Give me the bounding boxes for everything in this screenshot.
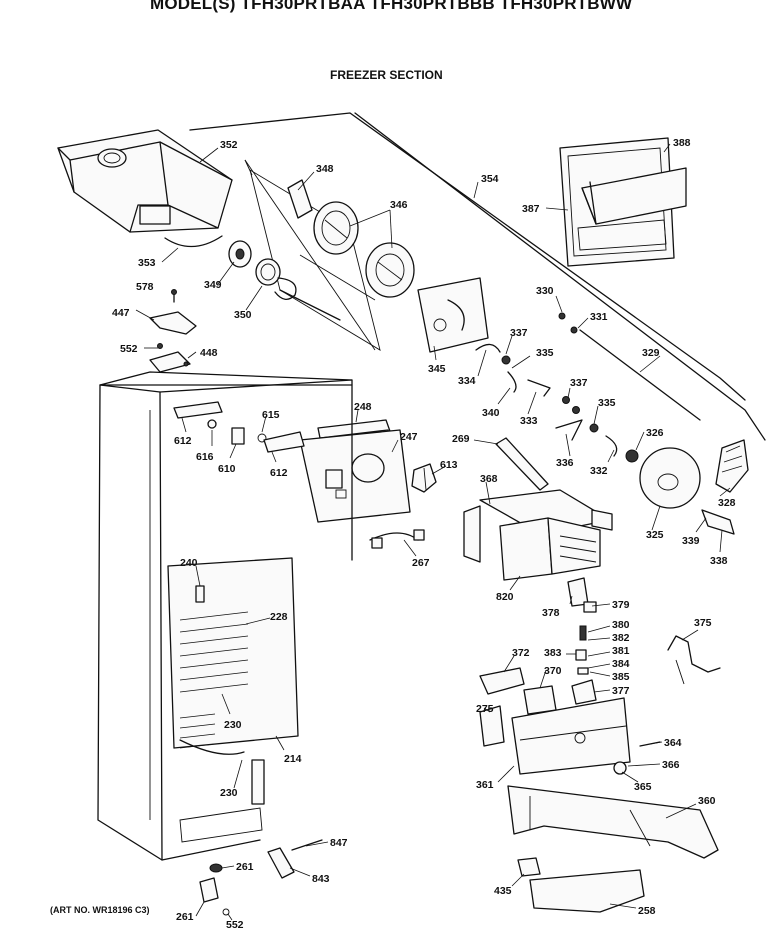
callout-612-right: 612 [270, 467, 288, 479]
callout-258: 258 [638, 905, 656, 917]
art-number: (ART NO. WR18196 C3) [50, 905, 150, 915]
evaporator-cabinet [97, 371, 353, 861]
callout-325: 325 [646, 529, 664, 541]
callout-346: 346 [390, 199, 408, 211]
callout-214: 214 [284, 753, 302, 765]
callout-261-upper: 261 [236, 861, 254, 873]
callout-382: 382 [612, 632, 630, 644]
motor-mounting-plate [417, 277, 701, 457]
evaporator [167, 557, 299, 805]
callout-336: 336 [556, 457, 574, 469]
callout-326: 326 [646, 427, 664, 439]
callout-360: 360 [698, 795, 716, 807]
callout-383: 383 [544, 647, 562, 659]
dispenser-door [559, 137, 687, 267]
callout-331: 331 [590, 311, 608, 323]
callout-334: 334 [458, 375, 476, 387]
callout-247: 247 [400, 431, 418, 443]
callout-384: 384 [612, 658, 630, 670]
callout-843: 843 [312, 873, 330, 885]
callout-365: 365 [634, 781, 652, 793]
callout-329: 329 [642, 347, 660, 359]
callout-337-upper: 337 [510, 327, 528, 339]
callout-388: 388 [673, 137, 691, 149]
callout-230-upper: 230 [224, 719, 242, 731]
callout-labels: 352 348 346 354 388 387 353 349 578 350 … [112, 137, 736, 931]
callout-578: 578 [136, 281, 154, 293]
callout-435: 435 [494, 885, 512, 897]
bottom-hardware [199, 839, 323, 916]
callout-364: 364 [664, 737, 682, 749]
callout-275: 275 [476, 703, 494, 715]
callout-339: 339 [682, 535, 700, 547]
callout-340: 340 [482, 407, 500, 419]
callout-375: 375 [694, 617, 712, 629]
callout-847: 847 [330, 837, 348, 849]
callout-352: 352 [220, 139, 238, 151]
callout-377: 377 [612, 685, 630, 697]
callout-361: 361 [476, 779, 494, 791]
callout-345: 345 [428, 363, 446, 375]
callout-353: 353 [138, 257, 156, 269]
callout-447: 447 [112, 307, 130, 319]
callout-615: 615 [262, 409, 280, 421]
auger-motor [625, 439, 749, 535]
callout-228: 228 [270, 611, 288, 623]
callout-448: 448 [200, 347, 218, 359]
callout-379: 379 [612, 599, 630, 611]
callout-552-lower: 552 [226, 919, 244, 931]
bottom-frame [507, 785, 719, 913]
callout-381: 381 [612, 645, 630, 657]
callout-387: 387 [522, 203, 540, 215]
callout-332: 332 [590, 465, 608, 477]
callout-348: 348 [316, 163, 334, 175]
callout-616: 616 [196, 451, 214, 463]
callout-378: 378 [542, 607, 560, 619]
callout-333: 333 [520, 415, 538, 427]
callout-335-upper: 335 [536, 347, 554, 359]
callout-330: 330 [536, 285, 554, 297]
callout-337-lower: 337 [570, 377, 588, 389]
callout-240: 240 [180, 557, 198, 569]
callout-380: 380 [612, 619, 630, 631]
callout-248: 248 [354, 401, 372, 413]
callout-267: 267 [412, 557, 430, 569]
callout-354: 354 [481, 173, 499, 185]
callout-385: 385 [612, 671, 630, 683]
callout-820: 820 [496, 591, 514, 603]
callout-349: 349 [204, 279, 222, 291]
callout-335-lower: 335 [598, 397, 616, 409]
callout-230-lower: 230 [220, 787, 238, 799]
rear-wall-assembly [299, 419, 437, 549]
model-title: MODEL(S) TFH30PRTBAA TFH30PRTBBB TFH30PR… [150, 0, 633, 13]
section-title: FREEZER SECTION [330, 68, 443, 82]
callout-261-lower: 261 [176, 911, 194, 923]
auger-assembly [228, 169, 415, 351]
callout-368: 368 [480, 473, 498, 485]
callout-610: 610 [218, 463, 236, 475]
dispenser-housing [479, 577, 721, 775]
callout-370: 370 [544, 665, 562, 677]
callout-552: 552 [120, 343, 138, 355]
callout-328: 328 [718, 497, 736, 509]
callout-269: 269 [452, 433, 470, 445]
callout-338: 338 [710, 555, 728, 567]
callout-366: 366 [662, 759, 680, 771]
callout-612-left: 612 [174, 435, 192, 447]
ice-bucket [57, 129, 233, 248]
callout-372: 372 [512, 647, 530, 659]
callout-350: 350 [234, 309, 252, 321]
callout-613: 613 [440, 459, 458, 471]
ice-maker [463, 437, 613, 581]
leader-lines [135, 143, 731, 921]
freezer-liner-outline [189, 112, 766, 441]
left-hardware [149, 289, 197, 373]
